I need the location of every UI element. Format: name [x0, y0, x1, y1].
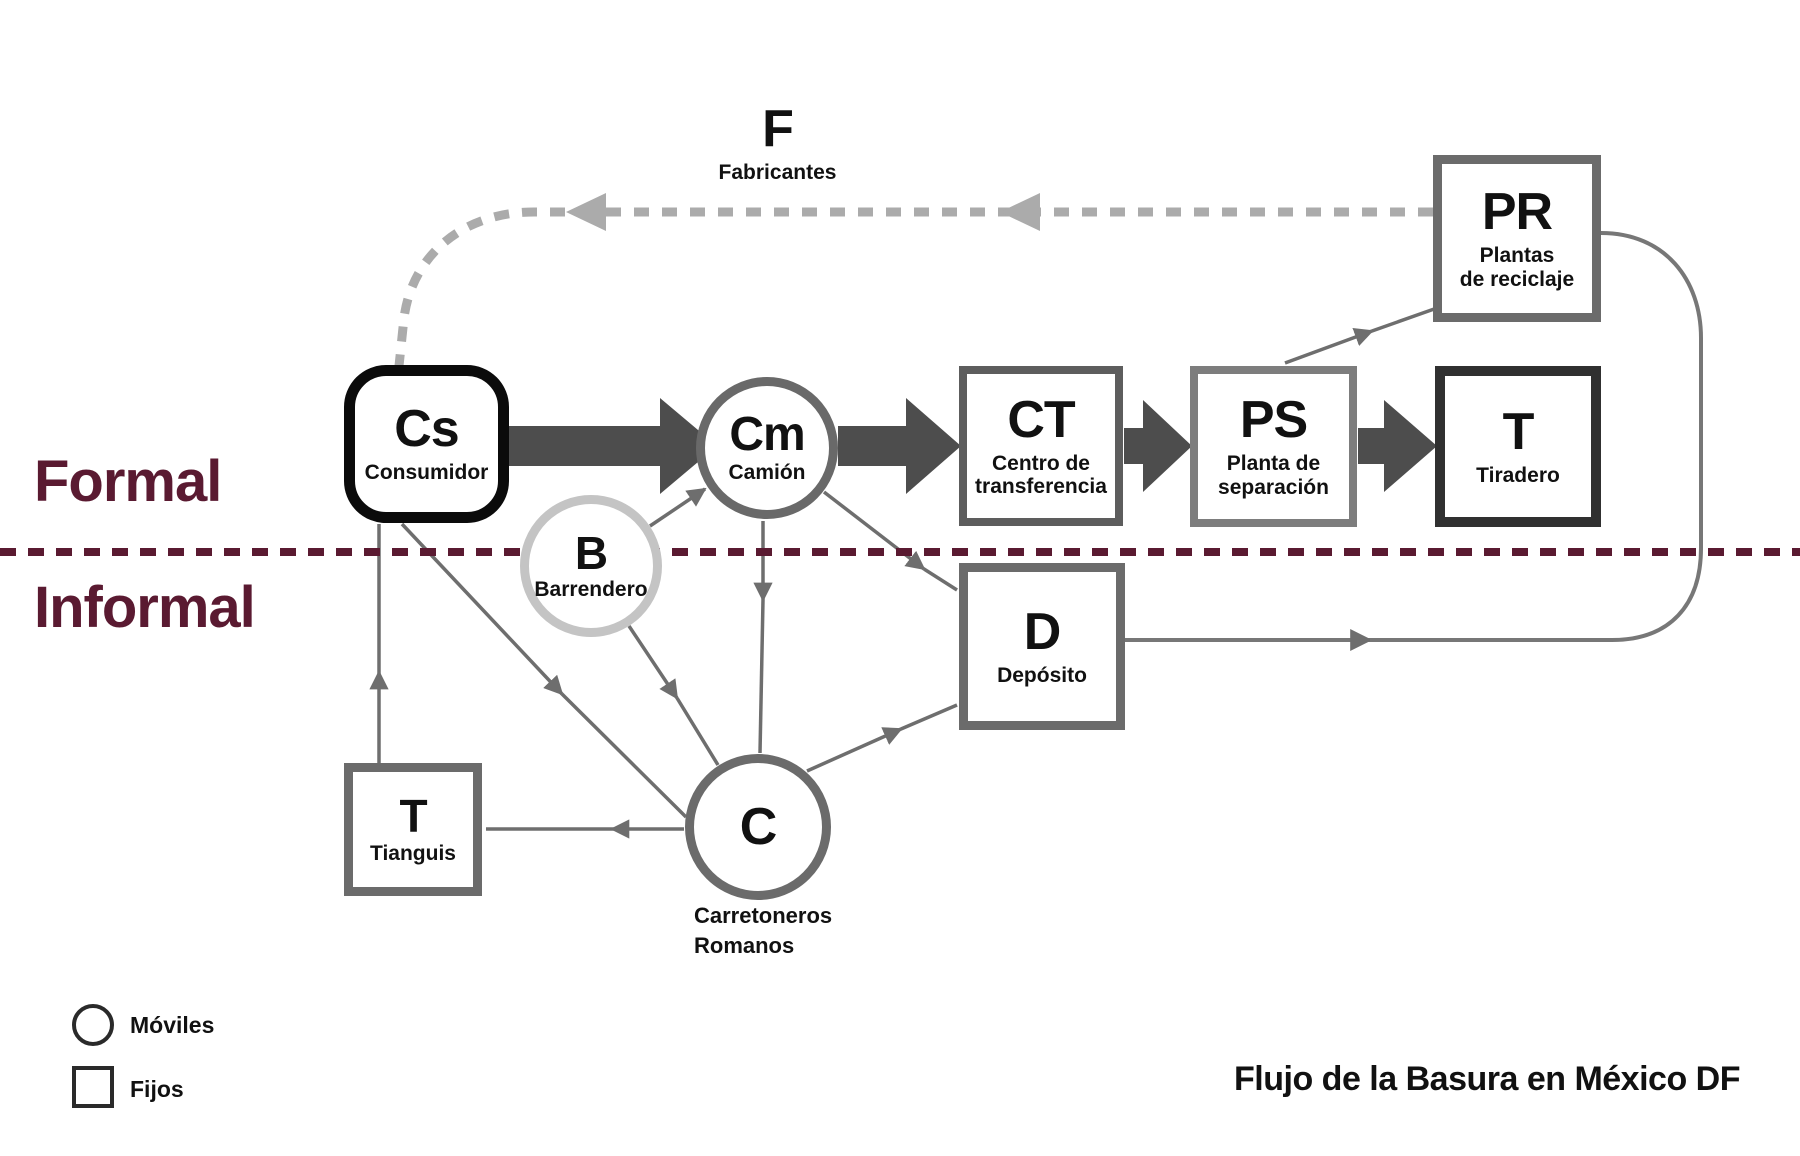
moviles-circle-icon [72, 1004, 114, 1046]
node-centro-transferencia-label: Centro de transferencia [975, 451, 1107, 498]
edge-ps-to-pr [1284, 327, 1374, 365]
node-carretoneros: C [685, 754, 831, 900]
legend-label-fijos: Fijos [130, 1076, 184, 1102]
node-camion-code: Cm [729, 408, 805, 462]
edge-barrendero-to-camion [649, 487, 707, 528]
node-camion: Cm Camión [696, 377, 838, 519]
dashed-arrowhead-right-icon [1000, 193, 1040, 231]
dashed-arrowhead-left-icon [566, 193, 606, 231]
node-consumidor-code: Cs [394, 400, 459, 459]
legend-label-moviles: Móviles [130, 1012, 215, 1038]
node-deposito: D Depósito [959, 563, 1125, 730]
arrow-ps-to-tiradero [1358, 400, 1437, 492]
edge-ps-to-pr-2 [1371, 306, 1438, 333]
diagram-title: Flujo de la Basura en México DF [1234, 1060, 1740, 1098]
edge-deposito-to-pr [1125, 231, 1703, 651]
node-centro-transferencia-code: CT [1007, 390, 1075, 449]
node-barrendero-code: B [574, 527, 608, 580]
arrow-ct-to-ps [1124, 400, 1192, 492]
node-consumidor-label: Consumidor [364, 461, 489, 485]
node-carretoneros-label: Carretoneros Romanos [694, 903, 833, 958]
fijos-square-icon [72, 1066, 114, 1108]
arrow-cs-to-cm [509, 398, 717, 494]
zone-label-informal: Informal [34, 575, 256, 640]
node-tianguis-code: T [399, 790, 427, 843]
arrow-cm-to-ct [838, 398, 961, 494]
node-plantas-reciclaje-code: PR [1481, 183, 1553, 242]
node-deposito-code: D [1023, 602, 1062, 661]
edge-pr-to-fabricantes-dashed [394, 207, 1433, 367]
node-planta-separacion: PS Planta de separación [1190, 366, 1357, 527]
node-centro-transferencia: CT Centro de transferencia [959, 366, 1123, 526]
node-barrendero: B Barrendero [520, 495, 662, 637]
node-plantas-reciclaje: PR Plantas de reciclaje [1433, 155, 1601, 322]
node-fabricantes: F Fabricantes [700, 103, 855, 184]
node-tiradero-code: T [1502, 402, 1535, 461]
node-consumidor: Cs Consumidor [344, 365, 509, 523]
edge-camion-to-deposito [822, 490, 926, 571]
node-tianguis-label: Tianguis [370, 842, 456, 866]
node-fabricantes-label: Fabricantes [718, 161, 837, 184]
node-planta-separacion-label: Planta de separación [1218, 452, 1329, 499]
zone-label-formal: Formal [34, 449, 222, 514]
node-deposito-label: Depósito [997, 663, 1087, 687]
node-fabricantes-code: F [762, 100, 794, 158]
edge-carretoneros-to-deposito-2 [900, 703, 958, 731]
edge-consumidor-to-carretoneros-2 [560, 692, 688, 819]
edge-carretoneros-to-deposito [806, 727, 903, 773]
edge-barrendero-to-carretoneros [627, 625, 679, 700]
node-carretoneros-code: C [739, 798, 778, 856]
node-planta-separacion-code: PS [1239, 391, 1308, 450]
node-barrendero-label: Barrendero [534, 578, 648, 602]
node-tianguis: T Tianguis [344, 763, 482, 896]
edge-barrendero-to-carretoneros-2 [675, 697, 720, 766]
node-tiradero-label: Tiradero [1476, 463, 1560, 487]
node-plantas-reciclaje-label: Plantas de reciclaje [1459, 244, 1575, 291]
node-camion-label: Camión [728, 461, 806, 485]
edge-camion-to-deposito-2 [923, 567, 958, 592]
node-tiradero: T Tiradero [1435, 366, 1601, 527]
edge-camion-to-carretoneros-2 [758, 599, 765, 754]
